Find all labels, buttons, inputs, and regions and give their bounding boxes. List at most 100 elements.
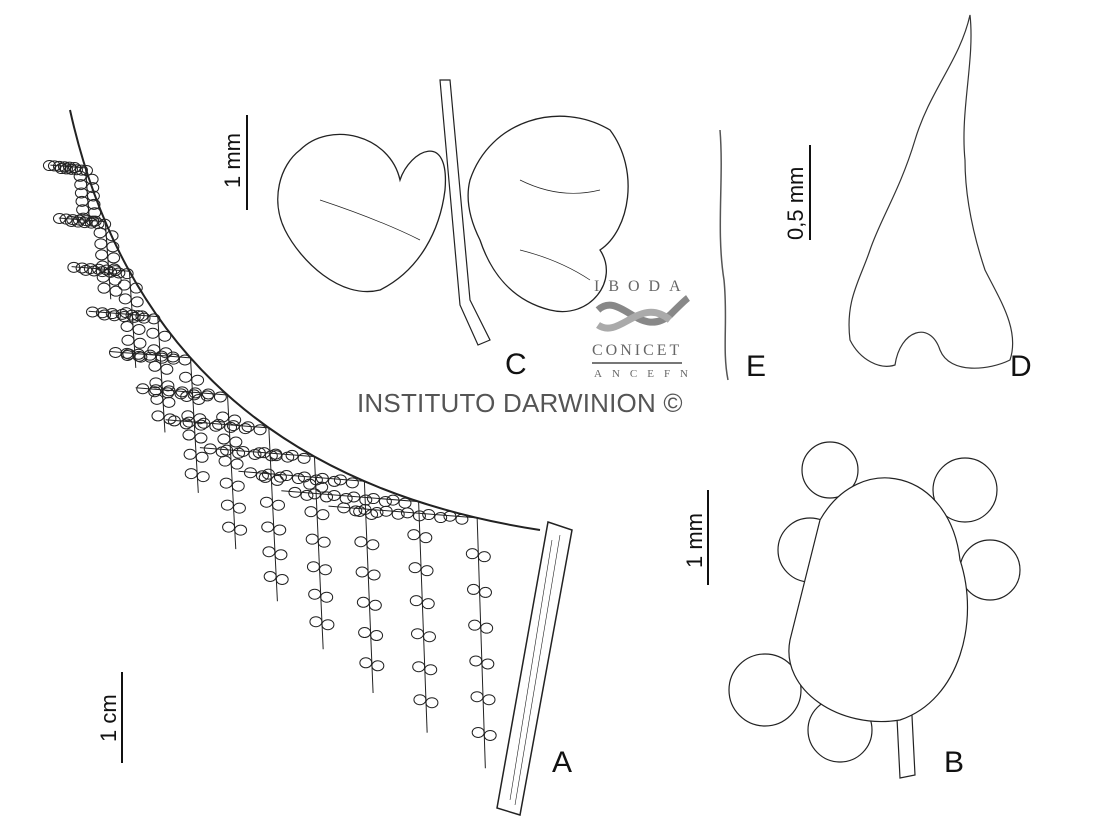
pinnule bbox=[52, 213, 66, 225]
pinnule bbox=[308, 588, 322, 600]
pinnule bbox=[300, 489, 314, 501]
pinnule bbox=[443, 510, 457, 522]
pinnule bbox=[105, 230, 119, 242]
pinnule bbox=[125, 309, 139, 321]
pinnule bbox=[175, 386, 189, 398]
pinnule bbox=[274, 549, 288, 561]
pinnule bbox=[163, 413, 177, 425]
pinnule bbox=[218, 455, 232, 467]
pinnule bbox=[327, 475, 341, 487]
pinnule bbox=[391, 508, 405, 520]
pinnule bbox=[480, 622, 494, 634]
pinnule bbox=[86, 190, 100, 202]
pinnule bbox=[86, 182, 100, 194]
pinnule bbox=[195, 451, 209, 463]
pinnule bbox=[224, 421, 238, 433]
pinnule bbox=[73, 170, 87, 182]
pinna-drawing-b bbox=[728, 441, 1021, 779]
pinnule bbox=[133, 337, 147, 349]
pinnule bbox=[129, 282, 143, 294]
pinnule bbox=[115, 308, 129, 320]
pinnule bbox=[201, 388, 215, 400]
pinnule bbox=[75, 195, 89, 207]
pinnule bbox=[67, 162, 81, 174]
pinnule bbox=[321, 619, 335, 631]
pinnule bbox=[79, 264, 93, 276]
pinnule bbox=[146, 327, 160, 339]
pinnule bbox=[104, 266, 118, 278]
pinnule bbox=[422, 509, 436, 521]
panel-label-d: D bbox=[1010, 350, 1032, 383]
pinna-axis bbox=[199, 447, 315, 458]
pinnule bbox=[219, 477, 233, 489]
pinnule bbox=[222, 521, 236, 533]
pinnule bbox=[339, 492, 353, 504]
pinnule bbox=[84, 217, 98, 229]
logo-conicet: CONICET bbox=[592, 342, 683, 364]
pinnule bbox=[209, 420, 223, 432]
pinnule bbox=[118, 293, 132, 305]
panel-label-c: C bbox=[505, 348, 527, 381]
pinnule bbox=[262, 546, 276, 558]
pinnule bbox=[358, 504, 372, 516]
pinnule bbox=[62, 161, 76, 173]
pinnule bbox=[425, 697, 439, 709]
pinnule bbox=[370, 507, 384, 519]
pinnule bbox=[263, 570, 277, 582]
pinnule bbox=[315, 472, 329, 484]
pinnule bbox=[150, 393, 164, 405]
pinnule bbox=[117, 311, 131, 323]
pinnule bbox=[120, 320, 134, 332]
pinnule bbox=[47, 160, 61, 172]
pinnule bbox=[162, 385, 176, 397]
pinnule bbox=[264, 450, 278, 462]
pinnule bbox=[367, 569, 381, 581]
pinnule bbox=[400, 507, 414, 519]
pinnule bbox=[349, 505, 363, 517]
pinnule bbox=[355, 566, 369, 578]
pinnule bbox=[151, 410, 165, 422]
pinnule bbox=[409, 595, 423, 607]
pinnule bbox=[297, 452, 311, 464]
pinnule bbox=[366, 493, 380, 505]
pinnule bbox=[87, 198, 101, 210]
pinnule bbox=[184, 468, 198, 480]
stipe-drawing-a bbox=[496, 521, 573, 816]
pinnule bbox=[64, 216, 78, 228]
pinnule bbox=[69, 164, 83, 176]
pinnule bbox=[248, 448, 262, 460]
pinnule bbox=[148, 386, 162, 398]
pinnule bbox=[109, 285, 123, 297]
pinnule bbox=[130, 296, 144, 308]
pinnule bbox=[117, 279, 131, 291]
pinnule bbox=[259, 496, 273, 508]
pinnule bbox=[159, 347, 173, 359]
pinnule bbox=[220, 499, 234, 511]
pinnule bbox=[182, 429, 196, 441]
pinnule bbox=[174, 388, 188, 400]
pinnule bbox=[410, 628, 424, 640]
pinnule bbox=[304, 506, 318, 518]
pinnule bbox=[91, 218, 105, 230]
pinnule bbox=[107, 310, 121, 322]
pinnule bbox=[347, 491, 361, 503]
pinnule bbox=[318, 564, 332, 576]
pinnule bbox=[182, 416, 196, 428]
pinnule bbox=[333, 474, 347, 486]
scale-label-c: 1 mm bbox=[220, 133, 245, 188]
pinnule bbox=[181, 410, 195, 422]
pinnule bbox=[162, 396, 176, 408]
pinnule bbox=[78, 217, 92, 229]
pinnule bbox=[477, 551, 491, 563]
pinnule bbox=[309, 616, 323, 628]
pinnule bbox=[127, 311, 141, 323]
pinnule bbox=[106, 241, 120, 253]
pinnule bbox=[413, 694, 427, 706]
pinnule bbox=[232, 502, 246, 514]
pinnule bbox=[88, 207, 102, 219]
pinnule bbox=[370, 630, 384, 642]
pinnule bbox=[217, 433, 231, 445]
pinnule bbox=[167, 415, 181, 427]
pinnule bbox=[197, 417, 211, 429]
pinnule bbox=[183, 448, 197, 460]
